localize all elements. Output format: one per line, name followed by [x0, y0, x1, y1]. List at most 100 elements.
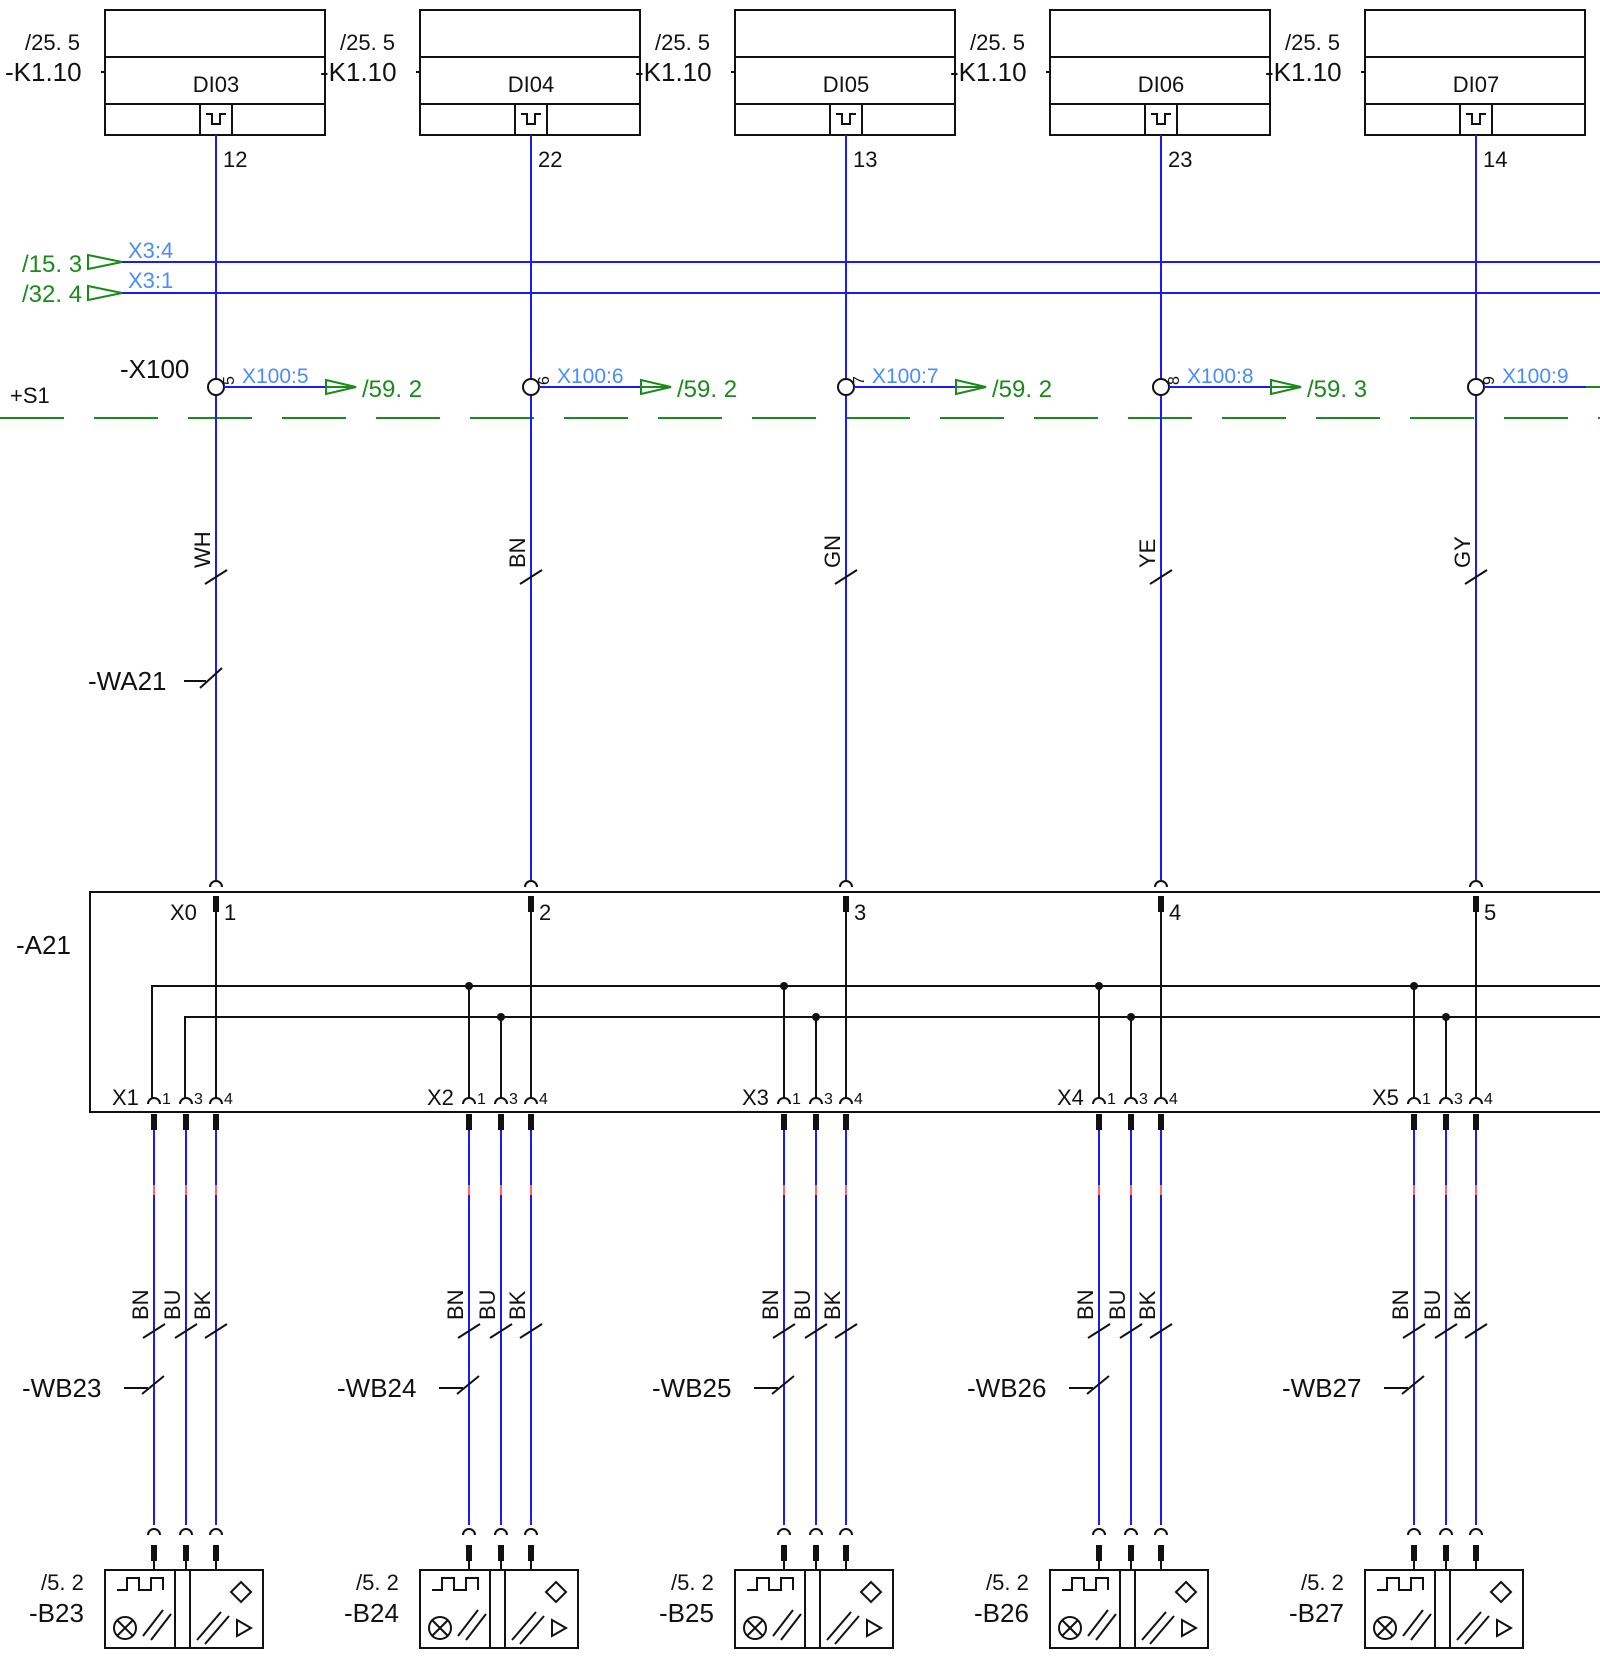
sensor-plug	[498, 1545, 504, 1561]
bus-ref-2: /32. 4	[22, 281, 82, 308]
emitter-icon	[1373, 1616, 1397, 1640]
sensor-name: -B25	[659, 1598, 714, 1628]
input-terminal-number: 12	[223, 147, 247, 172]
cable-name: -WB23	[22, 1373, 101, 1403]
core-tick	[804, 1323, 828, 1339]
device-socket	[209, 880, 223, 888]
port-pin-number: 1	[792, 1091, 801, 1108]
sensor-plug	[1158, 1545, 1164, 1561]
port-socket	[494, 1097, 508, 1105]
sensor-box	[104, 1569, 264, 1649]
terminal-label: X100:9	[1502, 365, 1569, 388]
sensor-socket	[147, 1528, 161, 1536]
terminal-label: X100:8	[1187, 365, 1254, 388]
cable-name-tick	[1086, 1375, 1110, 1395]
pulse-icon	[432, 1577, 479, 1591]
sensor-plug	[843, 1545, 849, 1561]
wire-break-mark	[468, 1185, 470, 1195]
sensor-socket	[1407, 1528, 1421, 1536]
wire-tick	[204, 569, 228, 585]
diamond-icon	[1174, 1580, 1198, 1604]
wire-break-mark	[530, 1185, 532, 1195]
beam-arrow-icon	[457, 1609, 479, 1637]
input-name: DI03	[193, 72, 239, 97]
port-socket	[524, 1097, 538, 1105]
core-color-label: BN	[128, 1289, 153, 1320]
port-socket	[809, 1097, 823, 1105]
core-tick	[1402, 1323, 1426, 1339]
port-plug	[183, 1114, 189, 1130]
wire-color-label: BN	[505, 537, 530, 568]
sensor-plug	[813, 1545, 819, 1561]
terminal-crossref: /59. 3	[1307, 376, 1367, 403]
junction-dot	[780, 982, 788, 990]
digital-input-icon	[1466, 113, 1486, 125]
input-device: -K1.10	[1265, 57, 1342, 87]
port-pin-number: 4	[224, 1091, 233, 1108]
core-tick	[519, 1323, 543, 1339]
cable-name-tick	[199, 667, 223, 689]
input-device: -K1.10	[950, 57, 1027, 87]
input-ref: /25. 5	[1285, 30, 1340, 55]
sensor-name: -B26	[974, 1598, 1029, 1628]
input-terminal-number: 23	[1168, 147, 1192, 172]
input-device: -K1.10	[635, 57, 712, 87]
port-plug	[813, 1114, 819, 1130]
device-pin-number: 1	[224, 900, 236, 925]
core-color-label: BK	[1450, 1290, 1475, 1320]
sensor-socket	[809, 1528, 823, 1536]
port-plug	[213, 1114, 219, 1130]
core-color-label: BN	[443, 1289, 468, 1320]
receiver-arrow-icon	[511, 1611, 537, 1641]
port-pin-number: 4	[539, 1091, 548, 1108]
device-pin-number: 4	[1169, 900, 1181, 925]
port-socket	[777, 1097, 791, 1105]
input-name: DI05	[823, 72, 869, 97]
port-socket	[179, 1097, 193, 1105]
wire-break-mark	[185, 1185, 187, 1195]
device-name: -A21	[16, 930, 71, 960]
sensor-plug	[528, 1545, 534, 1561]
junction-dot	[465, 982, 473, 990]
internal-rail-1	[151, 985, 1600, 1098]
sensor-ref: /5. 2	[356, 1570, 399, 1595]
core-color-label: BK	[1135, 1290, 1160, 1320]
receiver-arrow-icon	[1149, 1615, 1175, 1645]
port-plug	[1158, 1114, 1164, 1130]
port-name: X4	[1057, 1085, 1084, 1110]
port-socket	[839, 1097, 853, 1105]
sensor-plug	[151, 1545, 157, 1561]
cable-name: -WB25	[652, 1373, 731, 1403]
sensor-socket	[1469, 1528, 1483, 1536]
sensor-plug	[213, 1545, 219, 1561]
wire-break-mark	[153, 1185, 155, 1195]
port-pin-number: 3	[194, 1091, 203, 1108]
output-triangle-icon	[1496, 1618, 1514, 1638]
terminal-number: 8	[1166, 376, 1183, 385]
terminal-strip-name: -X100	[120, 354, 189, 384]
device-socket	[839, 880, 853, 888]
core-tick	[174, 1323, 198, 1339]
junction-dot	[1095, 982, 1103, 990]
sensor-plug	[183, 1545, 189, 1561]
emitter-icon-cross	[1376, 1619, 1394, 1637]
wire-color-label: GN	[820, 535, 845, 568]
device-x0-label: X0	[170, 900, 197, 925]
sensor-box	[1364, 1569, 1524, 1649]
port-socket	[1124, 1097, 1138, 1105]
beam-arrow-icon	[1095, 1613, 1117, 1641]
receiver-arrow-icon	[1456, 1611, 1482, 1641]
sensor-ref: /5. 2	[1301, 1570, 1344, 1595]
cable-name-tick	[771, 1375, 795, 1395]
wire-break-mark	[500, 1185, 502, 1195]
input-device: -K1.10	[320, 57, 397, 87]
input-ref: /25. 5	[655, 30, 710, 55]
beam-arrow-icon	[772, 1609, 794, 1637]
core-tick	[489, 1323, 513, 1339]
core-tick	[457, 1323, 481, 1339]
port-pin-number: 3	[1139, 1091, 1148, 1108]
terminal-number: 5	[221, 376, 238, 385]
